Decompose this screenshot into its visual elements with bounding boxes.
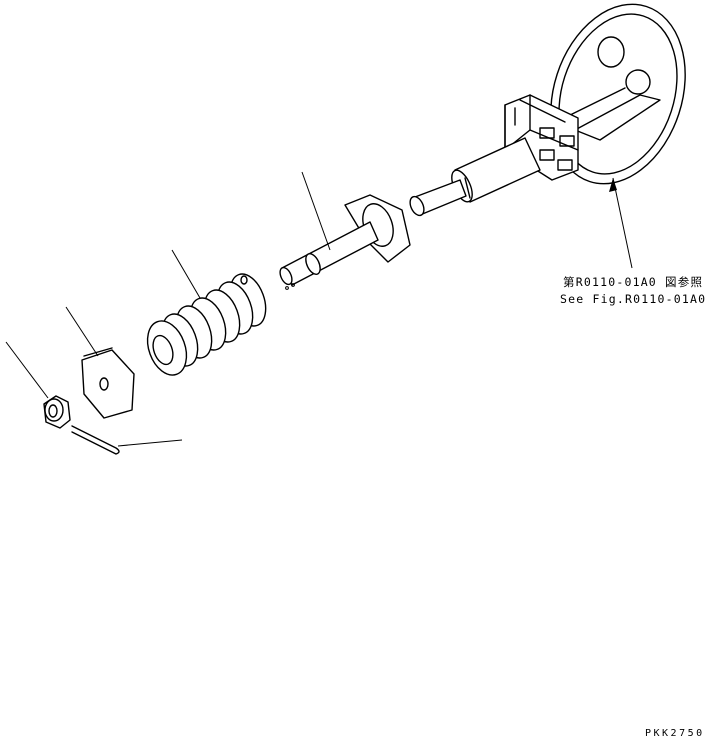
spring-seat-plate: [65, 306, 135, 419]
reference-leader: [609, 177, 633, 269]
reference-note-en: See Fig.R0110-01A0: [560, 292, 707, 306]
recoil-rod: [279, 171, 411, 290]
castle-nut: [5, 341, 71, 429]
cotter-pin: [71, 425, 183, 455]
idler-wheel-assembly: [409, 3, 686, 217]
drawing-number: PKK2750: [645, 728, 705, 739]
recoil-spring: [146, 249, 267, 376]
reference-note-jp: 第R0110-01A0 図参照: [563, 275, 704, 289]
